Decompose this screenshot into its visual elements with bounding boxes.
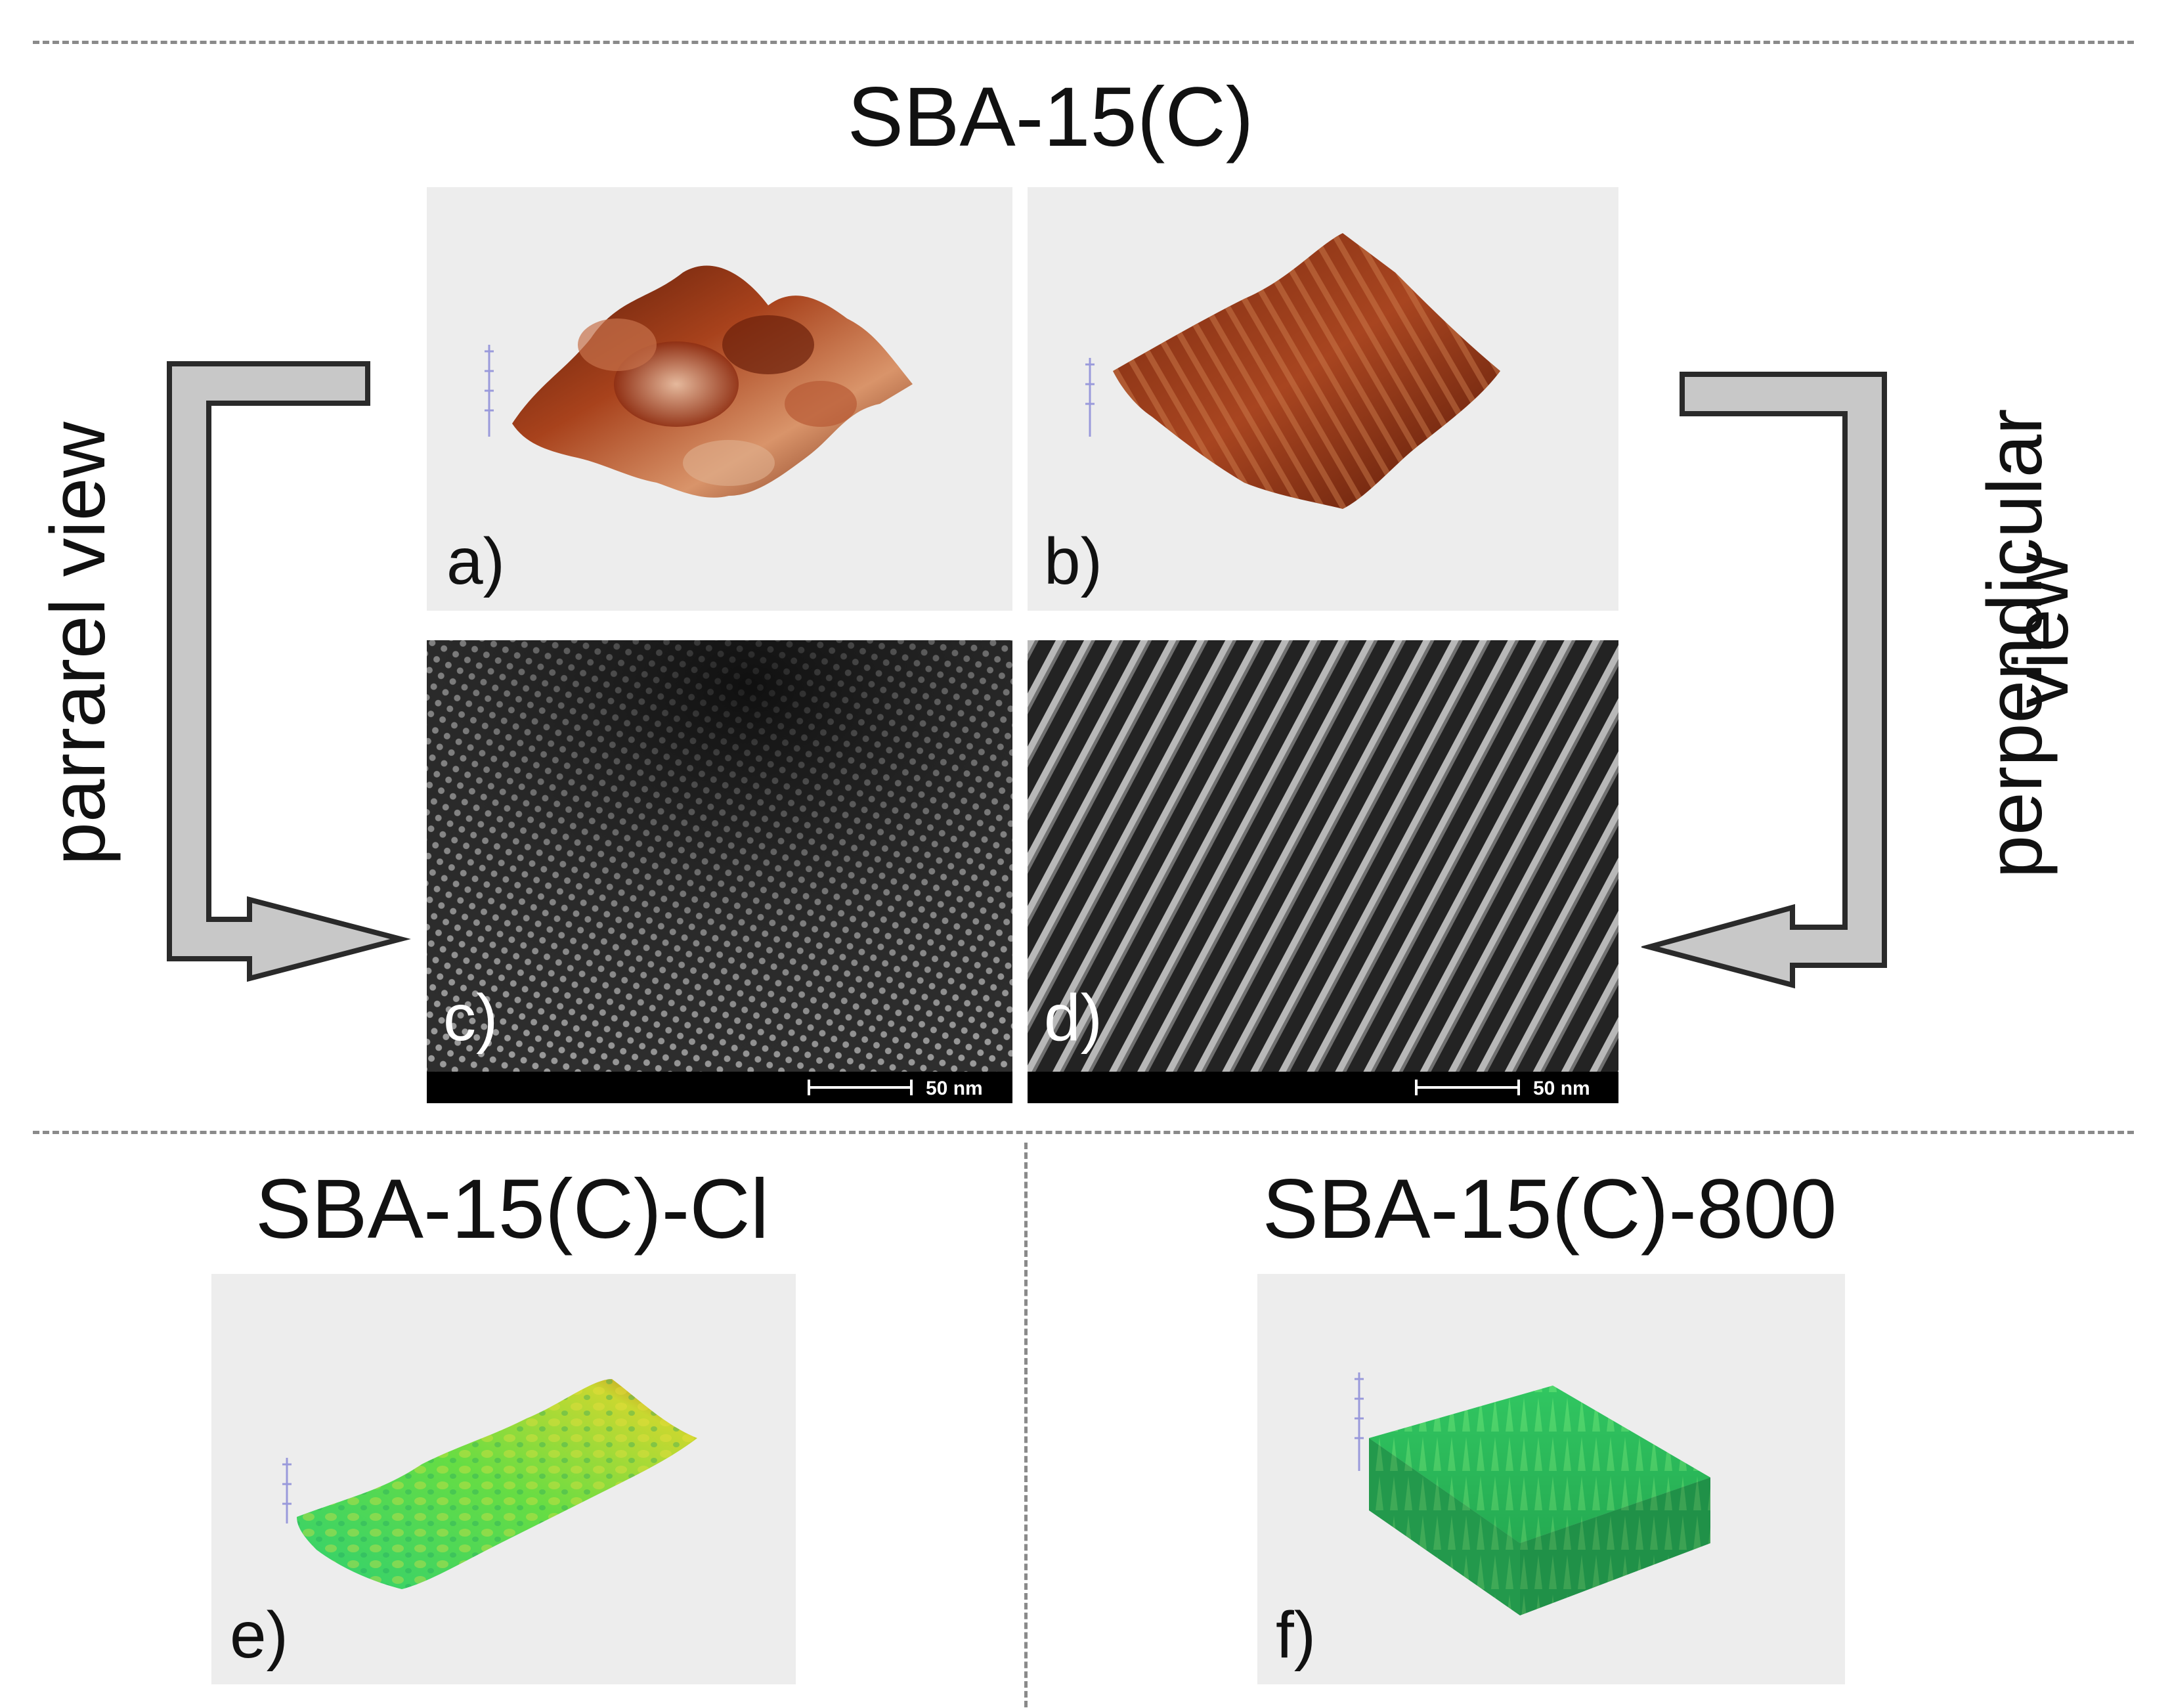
- parallel-arrow: [167, 361, 411, 982]
- panel-d-tem-perpendicular: d) 50 nm: [1028, 640, 1618, 1103]
- panel-a-afm-parallel: a): [427, 187, 1012, 611]
- view-label: view: [1998, 552, 2085, 709]
- scale-bar-d: 50 nm: [1028, 1072, 1618, 1103]
- top-divider: [33, 41, 2134, 44]
- panel-c-tem-parallel: c) 50 nm: [427, 640, 1012, 1103]
- bottom-vertical-divider: [1024, 1143, 1028, 1707]
- panel-d-label: d): [1044, 981, 1102, 1055]
- tem-hexagonal-pattern: [427, 640, 1012, 1103]
- scale-bar-c-text: 50 nm: [926, 1078, 983, 1099]
- afm-surface-f: [1355, 1372, 1710, 1615]
- panel-a-label: a): [446, 525, 505, 598]
- panel-f-afm-sba15c-800: f): [1257, 1274, 1845, 1684]
- panel-c-label: c): [443, 981, 498, 1055]
- panel-e-afm-sba15c-cl: e): [211, 1274, 796, 1684]
- perpendicular-arrow: [1641, 372, 1887, 989]
- panel-b-afm-perpendicular: b): [1028, 187, 1618, 611]
- title-sba15c-cl: SBA-15(C)-Cl: [255, 1162, 770, 1256]
- scale-bar-c: 50 nm: [427, 1072, 1012, 1103]
- afm-surface-e: [282, 1379, 697, 1589]
- scale-bar-d-text: 50 nm: [1533, 1078, 1590, 1099]
- panel-e-label: e): [230, 1598, 288, 1672]
- title-sba15c-800: SBA-15(C)-800: [1262, 1162, 1837, 1256]
- afm-surface-a: [485, 265, 913, 498]
- parallel-view-label: parrarel view: [35, 422, 121, 865]
- middle-divider: [33, 1131, 2134, 1134]
- title-sba15c: SBA-15(C): [847, 70, 1254, 164]
- tem-channel-pattern: [1028, 640, 1618, 1103]
- panel-b-label: b): [1044, 525, 1102, 598]
- afm-surface-b: [1085, 233, 1500, 509]
- panel-f-label: f): [1276, 1598, 1316, 1672]
